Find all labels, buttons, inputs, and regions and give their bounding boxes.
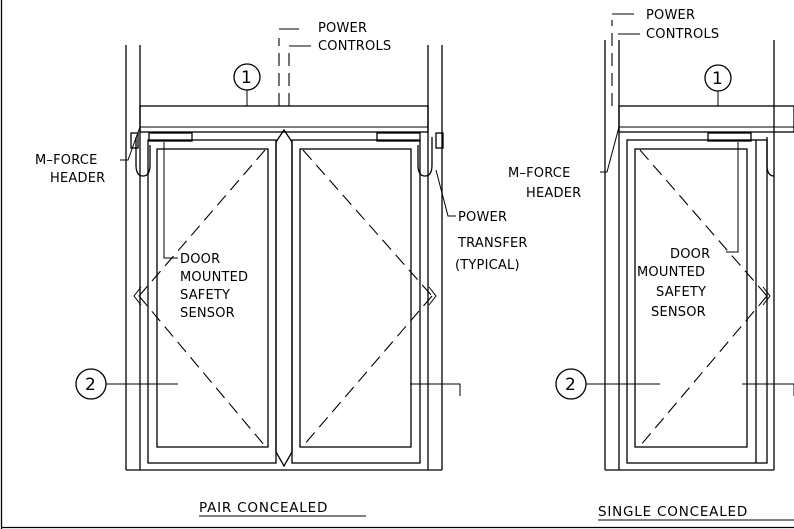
sensor-label-4: SENSOR <box>180 306 235 321</box>
callout-2-leader-right <box>410 383 461 396</box>
single-power-controls-label-2: CONTROLS <box>646 27 719 42</box>
power-transfer-loop-left <box>135 137 151 177</box>
single-callout-1-number: 1 <box>712 69 723 89</box>
right-door-leaf <box>291 139 421 464</box>
transfer-label-3: (TYPICAL) <box>455 258 520 273</box>
sensor-label-3: SAFETY <box>180 288 230 303</box>
sensor-label-1: DOOR <box>180 252 220 267</box>
single-operator-arm <box>707 132 752 142</box>
single-sensor-leader <box>726 142 739 253</box>
single-power-controls-label-1: POWER <box>646 8 695 23</box>
hinge-right <box>435 132 444 149</box>
single-sensor-label-2: MOUNTED <box>637 265 705 280</box>
single-callout-2-number: 2 <box>565 375 576 395</box>
m-force-label-2: HEADER <box>50 171 105 186</box>
callout-2-number: 2 <box>85 375 96 395</box>
single-sensor-label-1: DOOR <box>670 247 710 262</box>
pair-concealed-title: PAIR CONCEALED <box>199 500 328 516</box>
transfer-leader <box>435 169 456 217</box>
single-sensor-label-4: SENSOR <box>651 305 706 320</box>
operator-arm-right <box>376 132 421 142</box>
single-m-force-label-2: HEADER <box>526 186 581 201</box>
single-swing-arrow <box>762 286 771 306</box>
swing-line-right-lower <box>302 295 433 447</box>
pair-concealed-elevation: POWER CONTROLS 1 2 M–FORCE HEADER DOOR M… <box>35 21 528 517</box>
single-swing-upper <box>639 149 768 297</box>
callout-1-number: 1 <box>241 68 252 88</box>
sensor-leader <box>163 142 178 259</box>
center-astragal <box>275 128 293 468</box>
swing-line-right-upper <box>302 149 433 297</box>
single-concealed-elevation: POWER CONTROLS 1 2 M–FORCE HEADER DOOR M… <box>508 8 794 521</box>
sensor-label-2: MOUNTED <box>180 270 248 285</box>
single-door-leaf <box>626 139 768 464</box>
transfer-label-1: POWER <box>458 210 507 225</box>
power-controls-label-1: POWER <box>318 21 367 36</box>
power-controls-label-2: CONTROLS <box>318 39 391 54</box>
swing-arrow-right <box>428 286 437 306</box>
m-force-header <box>139 105 429 133</box>
single-concealed-title: SINGLE CONCEALED <box>598 504 748 520</box>
single-m-force-label-1: M–FORCE <box>508 166 571 181</box>
single-m-force-header <box>618 105 794 133</box>
transfer-label-2: TRANSFER <box>457 236 528 251</box>
single-swing-lower <box>639 295 768 447</box>
swing-line-left-lower <box>138 295 266 447</box>
single-door-glass <box>634 148 748 448</box>
single-transfer-loop <box>766 137 775 177</box>
operator-arm-left <box>148 132 193 142</box>
m-force-label-1: M–FORCE <box>35 153 98 168</box>
power-transfer-loop-right <box>417 137 433 177</box>
swing-line-left-upper <box>138 149 266 297</box>
single-m-force-leader <box>600 126 620 173</box>
hinge-left <box>130 132 139 149</box>
swing-arrow-left <box>133 286 142 306</box>
right-door-glass <box>299 148 412 448</box>
left-door-glass <box>156 148 269 448</box>
single-sensor-label-3: SAFETY <box>656 285 706 300</box>
m-force-leader <box>120 126 141 161</box>
